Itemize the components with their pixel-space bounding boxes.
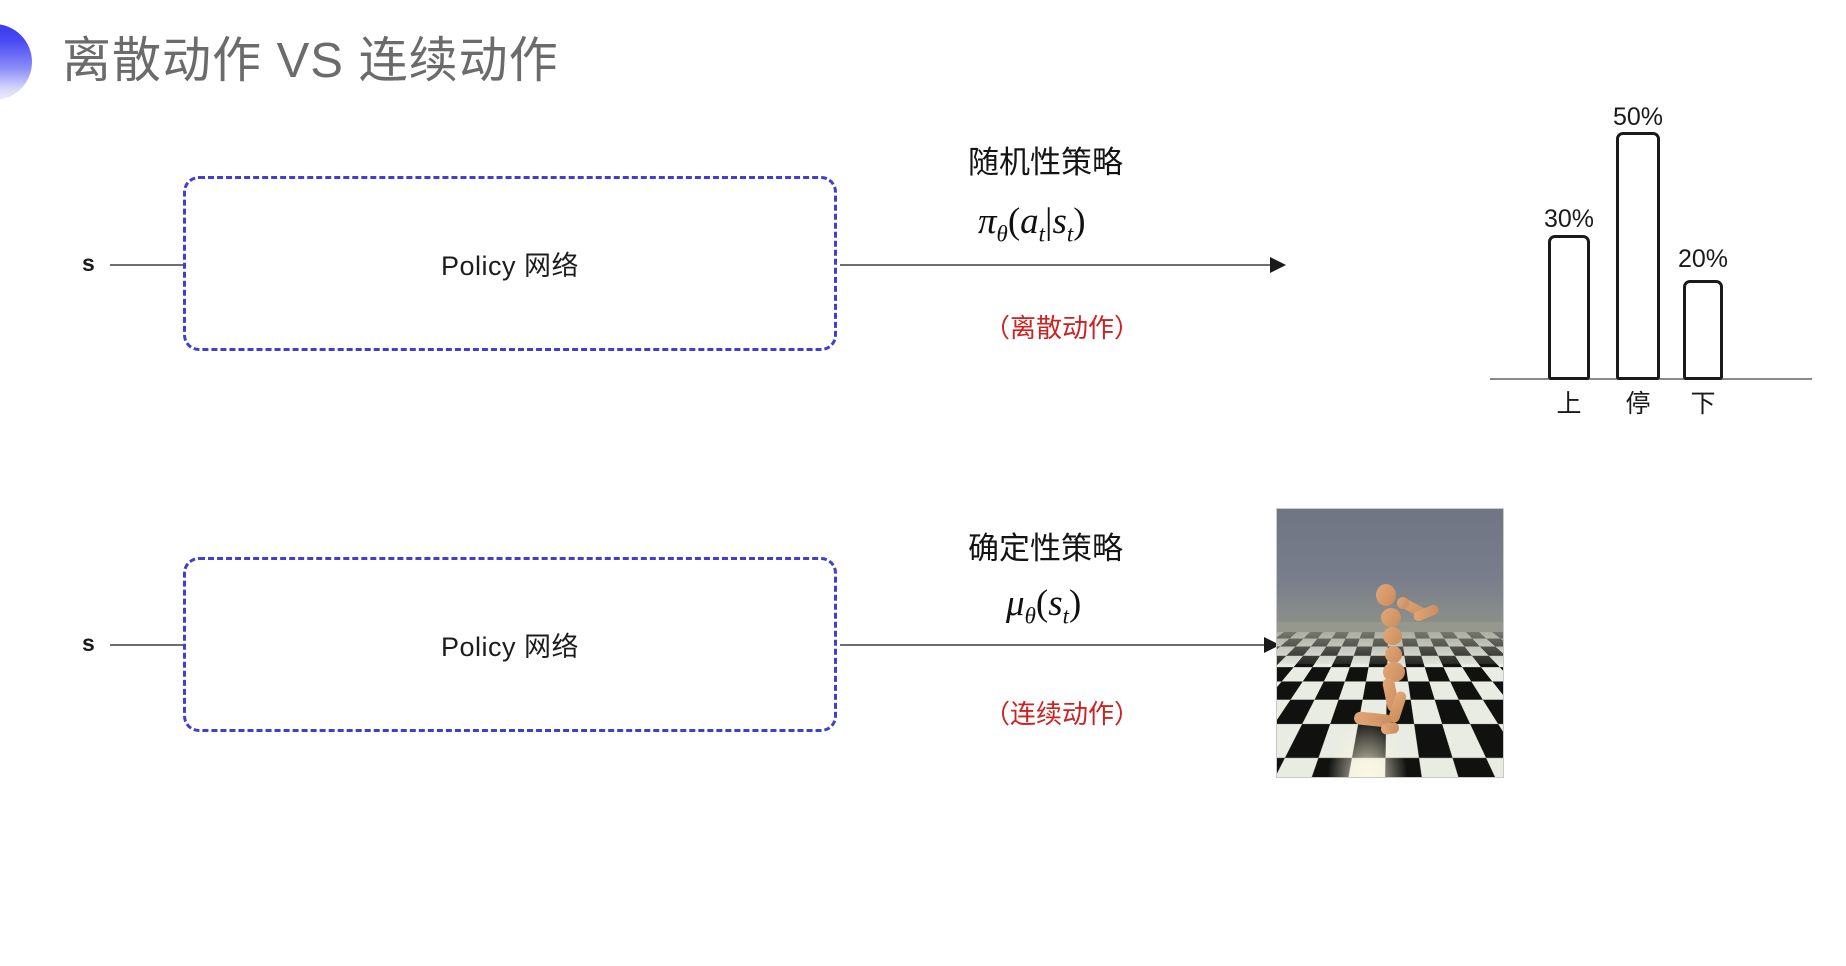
humanoid-simulation-image xyxy=(1276,508,1504,778)
bar-0 xyxy=(1548,235,1590,380)
formula-open-row1: ( xyxy=(1007,201,1021,242)
input-state-label-row2: s xyxy=(82,630,95,656)
output-arrow-row2 xyxy=(840,637,1280,653)
formula-fn-row1: π xyxy=(978,201,997,242)
bar-2 xyxy=(1683,280,1723,380)
humanoid-chest xyxy=(1380,608,1401,628)
formula-arg1sub-row2: t xyxy=(1062,603,1069,629)
title-bullet-shape xyxy=(0,24,32,100)
formula-sub-row1: θ xyxy=(996,221,1008,247)
humanoid-torso xyxy=(1383,626,1403,645)
formula-arg2sub-row1: t xyxy=(1066,221,1074,247)
humanoid-waist xyxy=(1385,645,1403,663)
bar-value-2: 20% xyxy=(1677,245,1729,273)
policy-network-label-row1: Policy 网络 xyxy=(440,251,580,281)
formula-sub-row2: θ xyxy=(1024,603,1036,629)
formula-close-row2: ) xyxy=(1068,583,1082,624)
action-type-note-row2: （连续动作） xyxy=(984,699,1141,729)
bar-tick-0: 上 xyxy=(1556,390,1582,418)
page-title: 离散动作 VS 连续动作 xyxy=(62,34,559,88)
output-arrow-row1 xyxy=(840,257,1286,273)
formula-fn-row2: μ xyxy=(1006,583,1025,624)
policy-network-box-row1[interactable]: Policy 网络 xyxy=(183,176,837,351)
policy-type-label-row1: 随机性策略 xyxy=(968,145,1123,180)
bar-tick-1: 停 xyxy=(1625,390,1651,418)
formula-close-row1: ) xyxy=(1073,201,1086,242)
policy-type-label-row2: 确定性策略 xyxy=(968,531,1123,566)
formula-open-row2: ( xyxy=(1035,583,1049,624)
humanoid-fist xyxy=(1396,597,1409,610)
bar-value-0: 30% xyxy=(1543,205,1595,233)
action-probability-bar-chart: 30% 上 50% 停 20% 下 xyxy=(1490,95,1830,425)
formula-arg1-row2: s xyxy=(1048,583,1063,624)
bar-value-1: 50% xyxy=(1612,103,1664,131)
policy-network-label-row2: Policy 网络 xyxy=(440,632,580,662)
policy-formula-row1: πθ(at|st) xyxy=(978,200,1086,247)
humanoid-figure xyxy=(1277,509,1503,777)
formula-bar-row1: | xyxy=(1045,201,1053,242)
sim-floor-glare xyxy=(1326,718,1409,777)
formula-arg1-row1: a xyxy=(1020,201,1039,242)
bar-1 xyxy=(1616,132,1660,380)
humanoid-head xyxy=(1376,584,1397,607)
bar-tick-2: 下 xyxy=(1690,390,1716,418)
humanoid-hip xyxy=(1383,661,1406,682)
input-state-label-row1: s xyxy=(82,250,95,276)
policy-formula-row2: μθ(st) xyxy=(1006,582,1081,629)
formula-arg2-row1: s xyxy=(1052,201,1067,242)
action-type-note-row1: （离散动作） xyxy=(984,313,1141,343)
formula-arg1sub-row1: t xyxy=(1038,221,1046,247)
policy-network-box-row2[interactable]: Policy 网络 xyxy=(183,557,837,732)
